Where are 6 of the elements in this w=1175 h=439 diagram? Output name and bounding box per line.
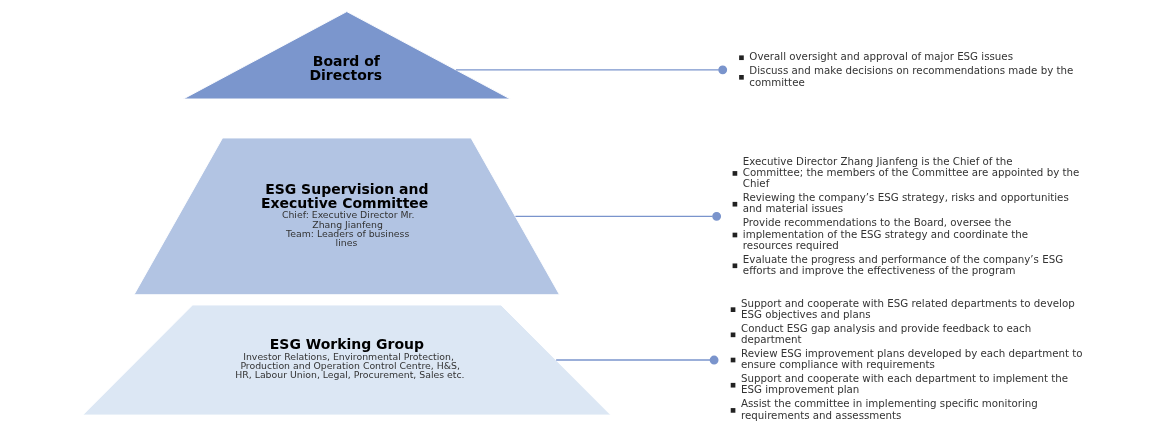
connector	[514, 211, 722, 221]
node-text: Support and cooperate with ESG related departments to develop ESG objectives and plans Conduct ESG gap analysis and provide feedback to each department Review ESG improvement plans developed by each department to ensure compliance with requirements Support and cooperate with each department to implement the ESG improvement plan Assist the committee in implementing specific monitoring requirements and assessments	[740, 296, 1083, 421]
connector	[455, 65, 728, 75]
node-text: Overall oversight and approval of major ESG issues Discuss and make decisions on recommendations made by the committee	[749, 50, 1074, 88]
connector	[555, 355, 719, 365]
node-text: Executive Director Zhang Jianfeng is the Chief of the Committee; the members of the Committee are appointed by the Chief Reviewing the company’s ESG strategy, risks and opportunities and material issues Provide recommendations to the Board, oversee the implementation of the ESG strategy and coordinate the resources required Evaluate the progress and performance of the company’s ESG efforts and improve the effectiveness of the program	[742, 154, 1080, 276]
